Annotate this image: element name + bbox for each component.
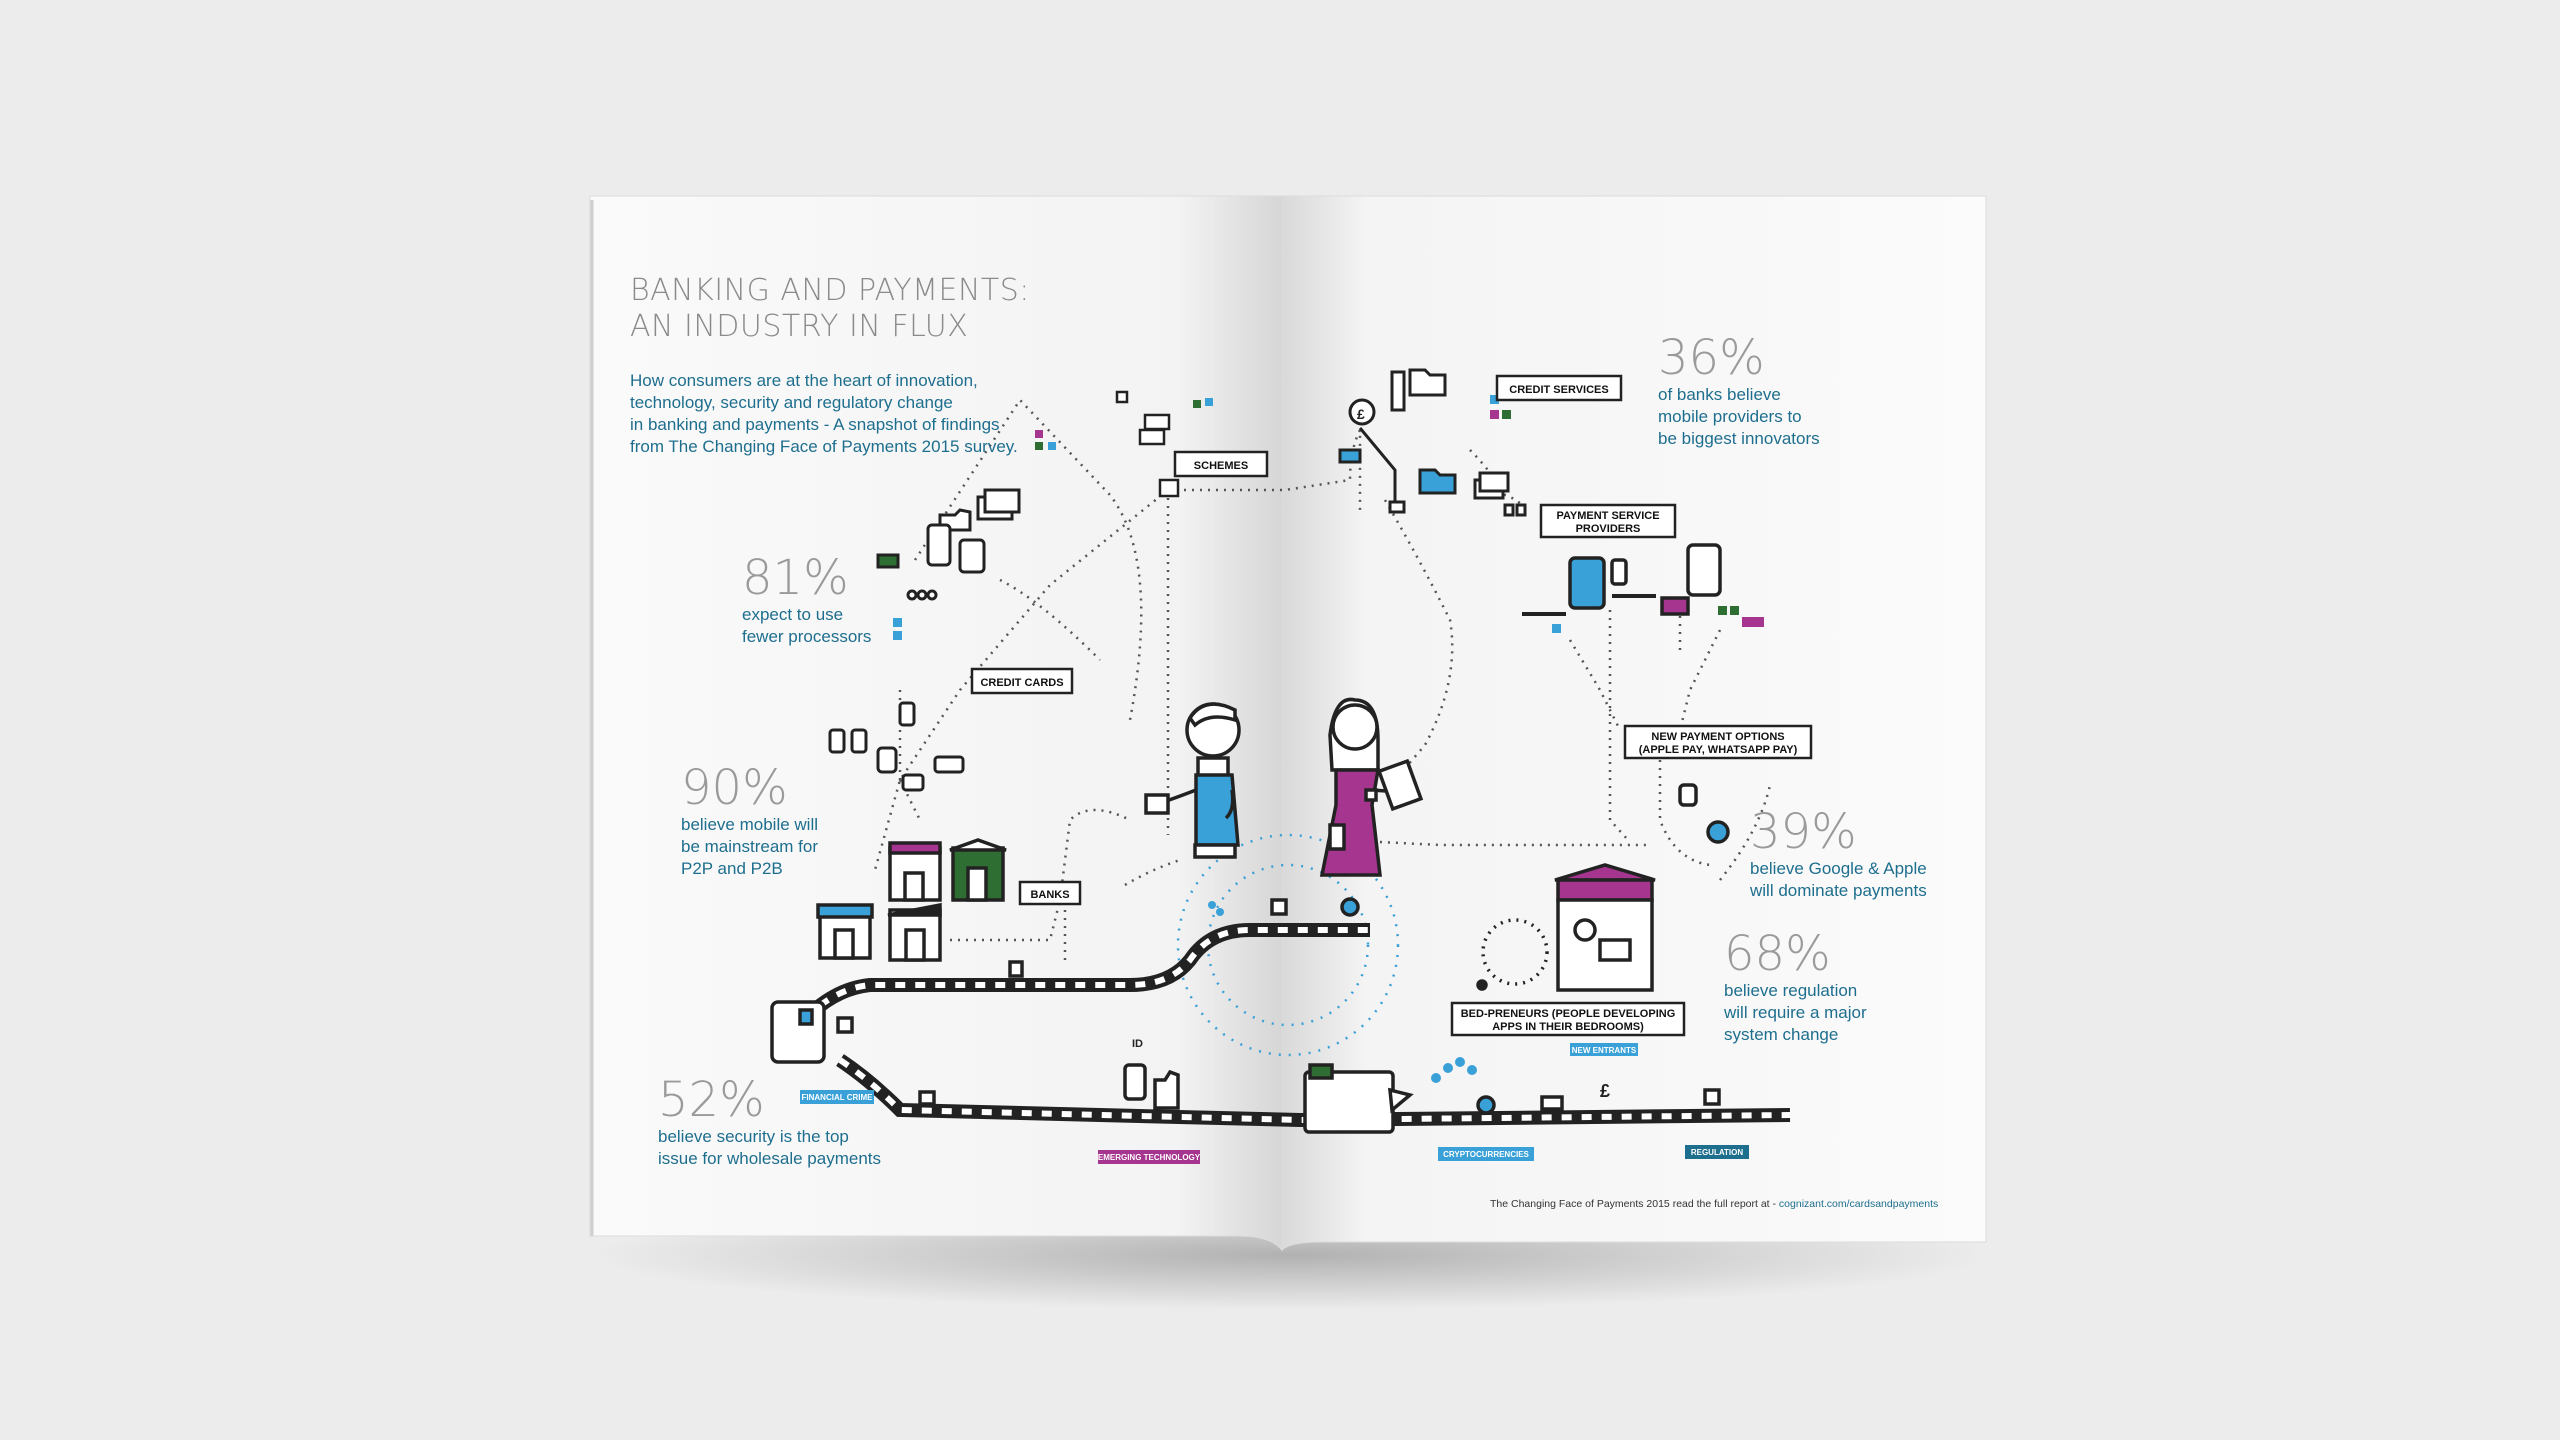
bedpreneurs-label-line1: BED-PRENEURS (PEOPLE DEVELOPING — [1461, 1008, 1676, 1020]
left-cluster-icons — [828, 488, 1021, 792]
npo-label-box — [1623, 724, 1813, 760]
emerging-technology-tag — [1098, 1150, 1200, 1164]
bedpreneurs-label-box — [1450, 1001, 1686, 1037]
stat-text: believe mobile will — [681, 815, 819, 834]
npo-label-line2: (APPLE PAY, WHATSAPP PAY) — [1639, 744, 1798, 756]
track-icons — [770, 897, 1721, 1134]
stat-text: expect to use — [742, 605, 844, 624]
bedpreneurs-label-line2: APPS IN THEIR BEDROOMS) — [1492, 1021, 1644, 1033]
bedroom-house — [1476, 863, 1656, 992]
tags: FINANCIAL CRIME EMERGING TECHNOLOGY CRYP… — [800, 1043, 1749, 1164]
credit-cards-label-box — [970, 667, 1074, 695]
stat-percentage: 81% — [742, 550, 849, 606]
man-figure — [1144, 702, 1241, 859]
footer-credit: The Changing Face of Payments 2015 read … — [1490, 1198, 1938, 1210]
intro-line: How consumers are at the heart of innova… — [630, 371, 978, 390]
financial-crime-tag-label: FINANCIAL CRIME — [802, 1093, 874, 1102]
stat-text: will dominate payments — [1750, 881, 1927, 900]
page-title-line2: AN INDUSTRY IN FLUX — [630, 309, 969, 344]
woman-figure — [1319, 697, 1424, 877]
financial-crime-tag — [800, 1090, 874, 1104]
intro-text: How consumers are at the heart of innova… — [630, 370, 1018, 458]
intro-line: in banking and payments - A snapshot of … — [630, 415, 1000, 434]
schemes-label: SCHEMES — [1194, 460, 1248, 472]
psp-label-box — [1539, 503, 1677, 539]
pound-glyph-top: £ — [1357, 406, 1365, 422]
right-page — [1281, 195, 1987, 1252]
intro-line: technology, security and regulatory chan… — [630, 393, 953, 412]
stat-39: 39% believe Google & Apple will dominate… — [1750, 806, 1927, 902]
stat-percentage: 52% — [658, 1072, 765, 1128]
credit-cards-label: CREDIT CARDS — [980, 677, 1063, 689]
stat-36: 36% of banks believe mobile providers to… — [1658, 332, 1820, 450]
pound-glyph-bottom: £ — [1600, 1081, 1610, 1101]
dotted-connectors — [873, 397, 1772, 960]
stat-text: believe Google & Apple — [1750, 859, 1927, 878]
cryptocurrencies-tag-label: CRYPTOCURRENCIES — [1443, 1150, 1529, 1159]
banks-label-box — [1018, 880, 1082, 906]
stat-percentage: 36% — [1658, 330, 1765, 386]
npo-label-line1: NEW PAYMENT OPTIONS — [1651, 731, 1784, 743]
credit-services-label-box — [1495, 374, 1623, 402]
stat-text: will require a major — [1724, 1003, 1867, 1022]
stat-percentage: 39% — [1750, 804, 1857, 860]
stat-percentage: 68% — [1724, 926, 1831, 982]
stat-text: be mainstream for — [681, 837, 818, 856]
emerging-technology-tag-label: EMERGING TECHNOLOGY — [1098, 1153, 1201, 1162]
glyph-labels: ID £ £ — [1132, 406, 1610, 1101]
stat-52: 52% believe security is the top issue fo… — [658, 1074, 881, 1170]
credit-services-label: CREDIT SERVICES — [1509, 384, 1608, 396]
stat-text: mobile providers to — [1658, 407, 1802, 426]
page-title: BANKING AND PAYMENTS: AN INDUSTRY IN FLU… — [630, 273, 1030, 345]
stat-text: believe regulation — [1724, 981, 1858, 1000]
stat-text: believe security is the top — [658, 1127, 849, 1146]
stat-90: 90% believe mobile will be mainstream fo… — [681, 762, 818, 880]
footer-link[interactable]: cognizant.com/cardsandpayments — [1778, 1198, 1939, 1210]
banks-label: BANKS — [1030, 889, 1069, 901]
cryptocurrencies-tag — [1438, 1147, 1534, 1161]
stat-text: of banks believe — [1658, 385, 1781, 404]
boxed-labels: SCHEMES CREDIT CARDS BANKS CREDIT SERVIC… — [970, 374, 1813, 1037]
footer-text: The Changing Face of Payments 2015 read … — [1490, 1198, 1776, 1210]
stat-text: fewer processors — [742, 627, 872, 646]
new-entrants-tag-label: NEW ENTRANTS — [1572, 1046, 1637, 1055]
credit-services-icons — [1338, 368, 1527, 517]
schemes-tree-icons — [1035, 390, 1213, 498]
id-glyph: ID — [1132, 1038, 1143, 1050]
schemes-label-box — [1173, 450, 1269, 478]
intro-line: from The Changing Face of Payments 2015 … — [630, 437, 1018, 456]
regulation-tag-label: REGULATION — [1691, 1148, 1744, 1157]
psp-devices — [1522, 543, 1764, 844]
psp-label-line1: PAYMENT SERVICE — [1556, 510, 1659, 522]
banks-buildings — [816, 838, 1007, 962]
psp-label-line2: PROVIDERS — [1576, 523, 1641, 535]
regulation-tag — [1685, 1145, 1749, 1159]
stat-81: 81% expect to use fewer processors — [742, 552, 871, 648]
stat-text: issue for wholesale payments — [658, 1149, 882, 1168]
stat-68: 68% believe regulation will require a ma… — [1724, 928, 1867, 1046]
stat-text: be biggest innovators — [1658, 429, 1820, 448]
new-entrants-tag — [1570, 1043, 1638, 1056]
stat-text: P2P and P2B — [681, 859, 783, 878]
stat-text: system change — [1724, 1025, 1839, 1044]
page-title-line1: BANKING AND PAYMENTS: — [630, 273, 1030, 308]
stat-percentage: 90% — [681, 760, 788, 816]
